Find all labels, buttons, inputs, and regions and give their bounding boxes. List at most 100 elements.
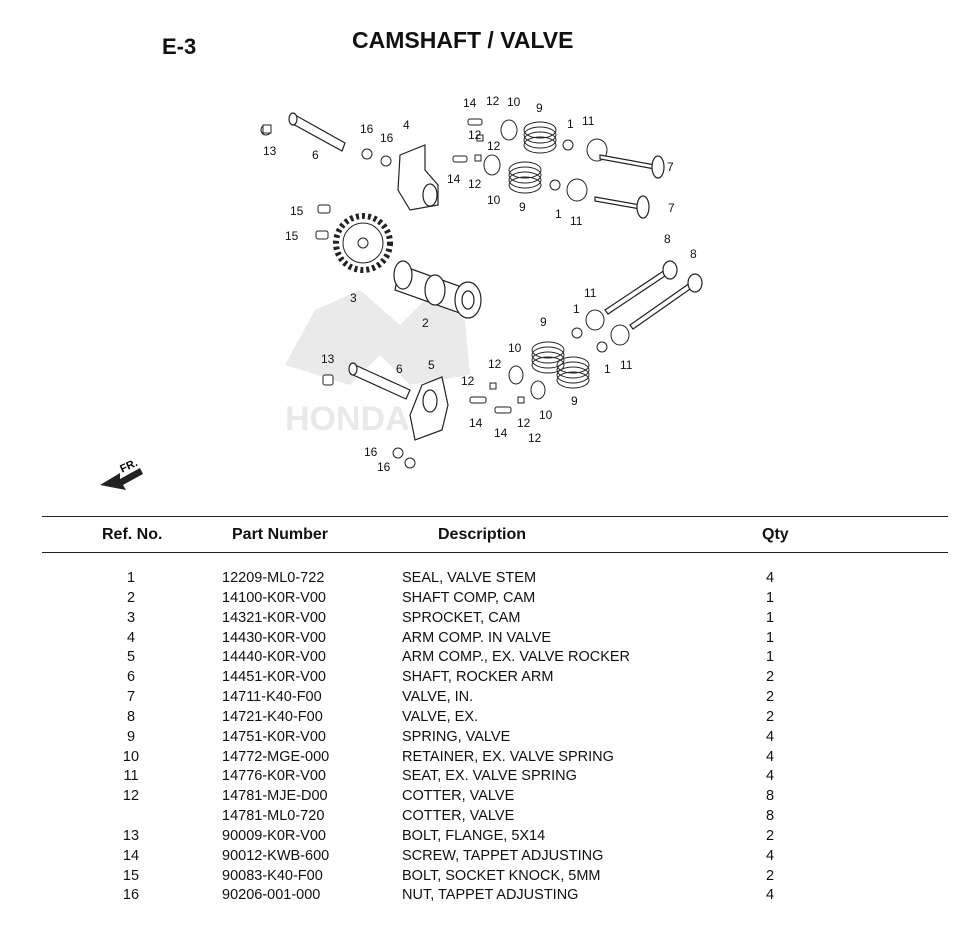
qty-cell: 2: [765, 868, 775, 884]
callout-10d: 10: [539, 408, 553, 422]
qty-cell: 4: [765, 768, 775, 784]
part-number-cell: 14781-MJE-D00: [222, 788, 328, 804]
description-cell: COTTER, VALVE: [402, 808, 515, 824]
part-number-cell: 14321-K0R-V00: [222, 610, 326, 626]
description-cell: BOLT, FLANGE, 5X14: [402, 828, 546, 844]
part-number-cell: 14100-K0R-V00: [222, 590, 326, 606]
callout-9b: 9: [519, 200, 526, 214]
qty-cell: 1: [765, 610, 775, 626]
ref-cell: 13: [122, 828, 140, 844]
callout-12e: 12: [488, 357, 502, 371]
callout-8b: 8: [690, 247, 697, 261]
qty-cell: 4: [765, 570, 775, 586]
callout-7b: 7: [668, 201, 675, 215]
part-number-cell: 14751-K0R-V00: [222, 729, 326, 745]
description-cell: NUT, TAPPET ADJUSTING: [402, 887, 579, 903]
callout-6: 6: [312, 148, 319, 162]
fasteners-bottom: [322, 374, 416, 469]
callout-12d: 12: [468, 177, 482, 191]
qty-cell: 2: [765, 828, 775, 844]
callout-10c: 10: [508, 341, 522, 355]
callout-15b: 15: [285, 229, 299, 243]
callout-12h: 12: [528, 431, 542, 445]
description-cell: ARM COMP. IN VALVE: [402, 630, 552, 646]
qty-cell: 2: [765, 689, 775, 705]
table-row: 2 14100-K0R-V00 SHAFT COMP, CAM 1: [0, 590, 961, 610]
part-number-cell: 14451-K0R-V00: [222, 669, 326, 685]
callout-1b: 1: [555, 207, 562, 221]
callout-12g: 12: [517, 416, 531, 430]
callout-4: 4: [403, 118, 410, 132]
watermark-text: HONDA: [285, 400, 410, 438]
ref-cell: 2: [126, 590, 136, 606]
callout-13: 13: [263, 144, 277, 158]
table-row: 5 14440-K0R-V00 ARM COMP., EX. VALVE ROC…: [0, 649, 961, 669]
bolt-13-top: [260, 124, 272, 136]
table-row: 16 90206-001-000 NUT, TAPPET ADJUSTING 4: [0, 887, 961, 907]
valve-springs-bottom: [531, 341, 590, 389]
part-number-cell: 14721-K40-F00: [222, 709, 323, 725]
ref-cell: 8: [126, 709, 136, 725]
callout-9d: 9: [571, 394, 578, 408]
retainers-seats-bottom: [508, 309, 630, 400]
callout-16b: 16: [380, 131, 394, 145]
callout-14d: 14: [494, 426, 508, 440]
ref-cell: 14: [122, 848, 140, 864]
callout-1d: 1: [604, 362, 611, 376]
qty-cell: 4: [765, 729, 775, 745]
bolts-15: [315, 204, 331, 240]
table-row: 12 14781-MJE-D00 COTTER, VALVE 8: [0, 788, 961, 808]
description-cell: ARM COMP., EX. VALVE ROCKER: [402, 649, 631, 665]
part-number-cell: 90012-KWB-600: [222, 848, 330, 864]
callout-6b: 6: [396, 362, 403, 376]
callout-5: 5: [428, 358, 435, 372]
part-number-cell: 90083-K40-F00: [222, 868, 323, 884]
callout-1: 1: [567, 117, 574, 131]
ref-cell: 7: [126, 689, 136, 705]
callout-3: 3: [350, 291, 357, 305]
callout-16: 16: [360, 122, 374, 136]
callout-labels: 14 12 10 9 1 1 1 13 6 16 16 4 12 12 14 12…: [263, 94, 697, 474]
callout-12c: 12: [487, 139, 501, 153]
callout-10b: 10: [487, 193, 501, 207]
description-cell: SHAFT COMP, CAM: [402, 590, 536, 606]
callout-10: 10: [507, 95, 521, 109]
description-cell: VALVE, EX.: [402, 709, 479, 725]
page-code: E-3: [162, 34, 197, 59]
qty-cell: 1: [765, 630, 775, 646]
part-number-cell: 14711-K40-F00: [222, 689, 322, 705]
table-row: 9 14751-K0R-V00 SPRING, VALVE 4: [0, 729, 961, 749]
table-row: 10 14772-MGE-000 RETAINER, EX. VALVE SPR…: [0, 749, 961, 769]
description-cell: SHAFT, ROCKER ARM: [402, 669, 554, 685]
callout-16c: 16: [364, 445, 378, 459]
ref-cell: 15: [122, 868, 140, 884]
rocker-shaft-top: [288, 112, 346, 152]
callout-8: 8: [664, 232, 671, 246]
description-cell: SEAT, EX. VALVE SPRING: [402, 768, 577, 784]
qty-cell: 4: [765, 848, 775, 864]
cotters-screws-top: [452, 118, 484, 163]
callout-14b: 14: [447, 172, 461, 186]
part-number-cell: 14781-ML0-720: [222, 808, 325, 824]
ref-cell: 6: [126, 669, 136, 685]
qty-cell: 8: [765, 808, 775, 824]
description-cell: BOLT, SOCKET KNOCK, 5MM: [402, 868, 601, 884]
page-title: CAMSHAFT / VALVE: [352, 27, 574, 53]
callout-14c: 14: [469, 416, 483, 430]
table-row: 14 90012-KWB-600 SCREW, TAPPET ADJUSTING…: [0, 848, 961, 868]
table-row: 4 14430-K0R-V00 ARM COMP. IN VALVE 1: [0, 630, 961, 650]
callout-12f: 12: [461, 374, 475, 388]
qty-cell: 2: [765, 709, 775, 725]
rocker-arm-5: [409, 376, 449, 441]
callout-15: 15: [290, 204, 304, 218]
callout-9: 9: [536, 101, 543, 115]
table-row: 6 14451-K0R-V00 SHAFT, ROCKER ARM 2: [0, 669, 961, 689]
header-qty: Qty: [762, 526, 789, 543]
qty-cell: 1: [765, 590, 775, 606]
part-number-cell: 14440-K0R-V00: [222, 649, 326, 665]
table-row: 15 90083-K40-F00 BOLT, SOCKET KNOCK, 5MM…: [0, 868, 961, 888]
callout-7: 7: [667, 160, 674, 174]
qty-cell: 4: [765, 887, 775, 903]
honda-watermark: HONDA: [285, 290, 470, 438]
part-number-cell: 14772-MGE-000: [222, 749, 330, 765]
